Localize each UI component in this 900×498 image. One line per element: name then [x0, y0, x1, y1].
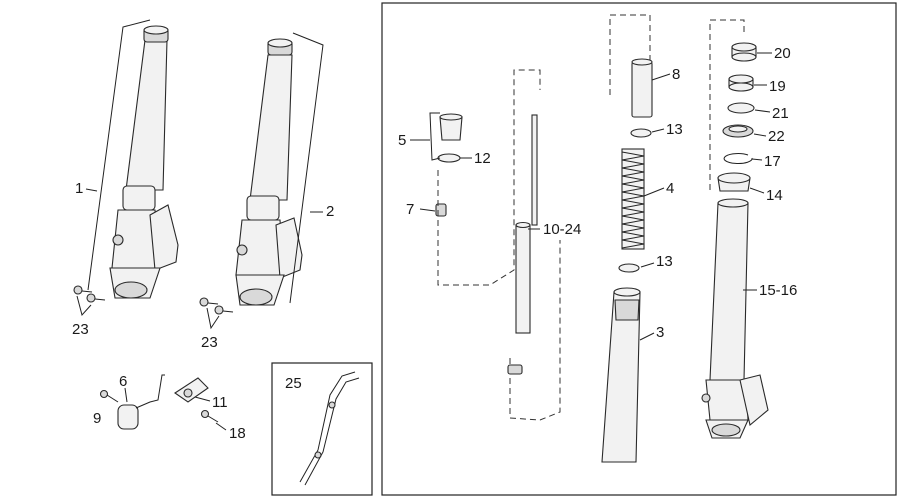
leader-22: [753, 133, 767, 137]
pipe-25[interactable]: [299, 371, 360, 486]
washer-21[interactable]: [727, 102, 755, 114]
leader-1: [85, 188, 98, 192]
washer-13-lower[interactable]: [618, 263, 640, 273]
label-5: 5: [398, 132, 406, 149]
bolts-23-left[interactable]: [73, 285, 106, 303]
leader-11: [194, 396, 211, 402]
label-23a: 23: [72, 321, 89, 338]
o-ring-12[interactable]: [437, 153, 461, 163]
label-22: 22: [768, 128, 785, 145]
label-7: 7: [406, 201, 414, 218]
dashed-group-right: [709, 19, 745, 190]
washer-13-upper[interactable]: [630, 128, 652, 138]
label-20: 20: [774, 45, 791, 62]
label-10-24: 10-24: [543, 221, 581, 238]
leader-17: [751, 158, 763, 161]
label-13b: 13: [656, 253, 673, 270]
leader-23b: [206, 307, 220, 330]
fork-assembly-left[interactable]: [109, 25, 179, 299]
label-1: 1: [75, 180, 83, 197]
screw-9[interactable]: [99, 389, 119, 403]
bracket-5: [429, 112, 441, 161]
seal-22[interactable]: [722, 124, 754, 138]
dashed-group-cartridge: [437, 69, 541, 286]
label-8: 8: [672, 66, 680, 83]
bracket-2: [289, 32, 324, 304]
label-19: 19: [769, 78, 786, 95]
leader-6: [124, 387, 128, 403]
label-23b: 23: [201, 334, 218, 351]
inset-25-frame: [271, 362, 373, 496]
leader-7: [419, 208, 436, 212]
leader-8: [651, 73, 671, 81]
outer-tube-3[interactable]: [601, 287, 641, 463]
dashed-group-cartridge-2: [509, 240, 561, 421]
leader-18: [215, 422, 227, 431]
leader-14: [749, 187, 765, 194]
sensor-6[interactable]: [117, 374, 165, 430]
label-21: 21: [772, 105, 789, 122]
label-3: 3: [656, 324, 664, 341]
bushing-20[interactable]: [731, 42, 757, 62]
leader-3: [639, 332, 655, 341]
label-6: 6: [119, 373, 127, 390]
main-detail-frame: [381, 2, 897, 496]
label-9: 9: [93, 410, 101, 427]
fork-leg-15-16[interactable]: [701, 198, 769, 439]
dust-seal-14[interactable]: [717, 172, 751, 192]
cap-5[interactable]: [439, 113, 463, 141]
label-25: 25: [285, 375, 302, 392]
label-11: 11: [212, 394, 228, 411]
dashed-group-spring: [609, 14, 651, 95]
fork-assembly-right[interactable]: [235, 38, 303, 306]
label-12: 12: [474, 150, 491, 167]
label-18: 18: [229, 425, 246, 442]
leader-21: [754, 109, 771, 113]
bracket-1: [87, 19, 151, 291]
label-13a: 13: [666, 121, 683, 138]
label-17: 17: [764, 153, 781, 170]
bolts-23-right[interactable]: [199, 297, 234, 315]
bushing-19[interactable]: [728, 74, 754, 92]
leader-13a: [651, 128, 665, 133]
leader-13b: [640, 262, 655, 268]
spacer-tube-8[interactable]: [631, 58, 653, 118]
leader-4: [643, 187, 665, 197]
screw-18[interactable]: [200, 409, 219, 423]
damper-rod-10-24[interactable]: [507, 114, 538, 375]
leader-23a: [76, 295, 92, 317]
clamp-11[interactable]: [174, 377, 209, 403]
label-2: 2: [326, 203, 334, 220]
label-14: 14: [766, 187, 783, 204]
label-15-16: 15-16: [759, 282, 797, 299]
circlip-17[interactable]: [723, 153, 753, 165]
label-4: 4: [666, 180, 674, 197]
spring-4[interactable]: [621, 148, 645, 250]
